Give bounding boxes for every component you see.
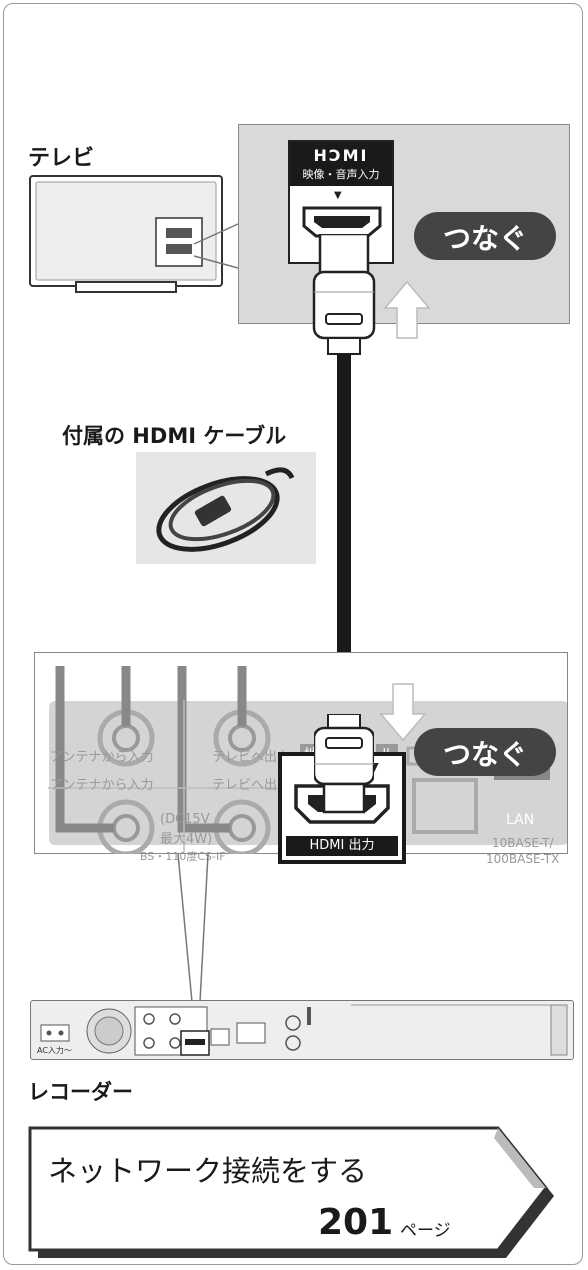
down-triangle-icon: ▼ [334,190,342,201]
hdmi-logo: HƆMI [313,146,369,165]
lan-spec-2: 100BASE-TX [486,852,560,866]
tv-connect-badge-text: つなぐ [442,222,527,255]
bs-label: BS・110度CS-IF [140,850,226,863]
recorder-cable-connector [314,714,374,814]
port-label-tv-out-1: テレビへ出力 [212,750,291,765]
dc-label-1: (DC15V [160,812,210,827]
port-label-antenna-in-2: アンテナから入力 [50,778,154,793]
coiled-cable-icon [156,467,295,552]
port-label-tv-out-2: テレビへ出力 [212,778,291,793]
tv-illustration [29,175,223,293]
ac-label: AC入力〜 [37,1046,72,1055]
recorder-zoom-lines [177,853,209,1003]
page-frame [3,3,583,1265]
hdmi-out-label: HDMI 出力 [286,836,398,856]
recorder-port-diagram [48,666,550,854]
down-arrow-icon [379,683,427,742]
nav-page-suffix: ページ [400,1221,451,1241]
lan-label: LAN [506,812,535,828]
cable-label: 付属の HDMI ケーブル [62,424,287,448]
tv-hdmi-label-band: HƆMI 映像・音声入力 [290,142,392,186]
recorder-label: レコーダー [28,1080,133,1104]
recorder-connect-badge-text: つなぐ [442,738,527,771]
nav-arrow-box[interactable] [26,1124,562,1262]
dc-label-2: 最大4W) [160,832,213,847]
tv-zoom-lines [193,223,239,269]
up-arrow-icon [383,280,431,339]
tv-label: テレビ [28,146,95,171]
nav-link-text[interactable]: ネットワーク接続をする [48,1154,368,1188]
cable-photo [136,452,316,564]
tv-hdmi-input-label: 映像・音声入力 [302,168,380,181]
recorder-body: AC入力〜 [30,1000,574,1060]
recorder-connect-badge: つなぐ [414,728,556,776]
lan-spec-1: 10BASE-T/ [492,836,554,850]
port-label-antenna-in-1: アンテナから入力 [50,750,154,765]
nav-page-number[interactable]: 201 [318,1202,394,1243]
tv-connect-badge: つなぐ [414,212,556,260]
recorder-rear-panel-icon [40,1004,568,1056]
tv-hdmi-input-box: HƆMI 映像・音声入力 ▼ [288,140,394,264]
